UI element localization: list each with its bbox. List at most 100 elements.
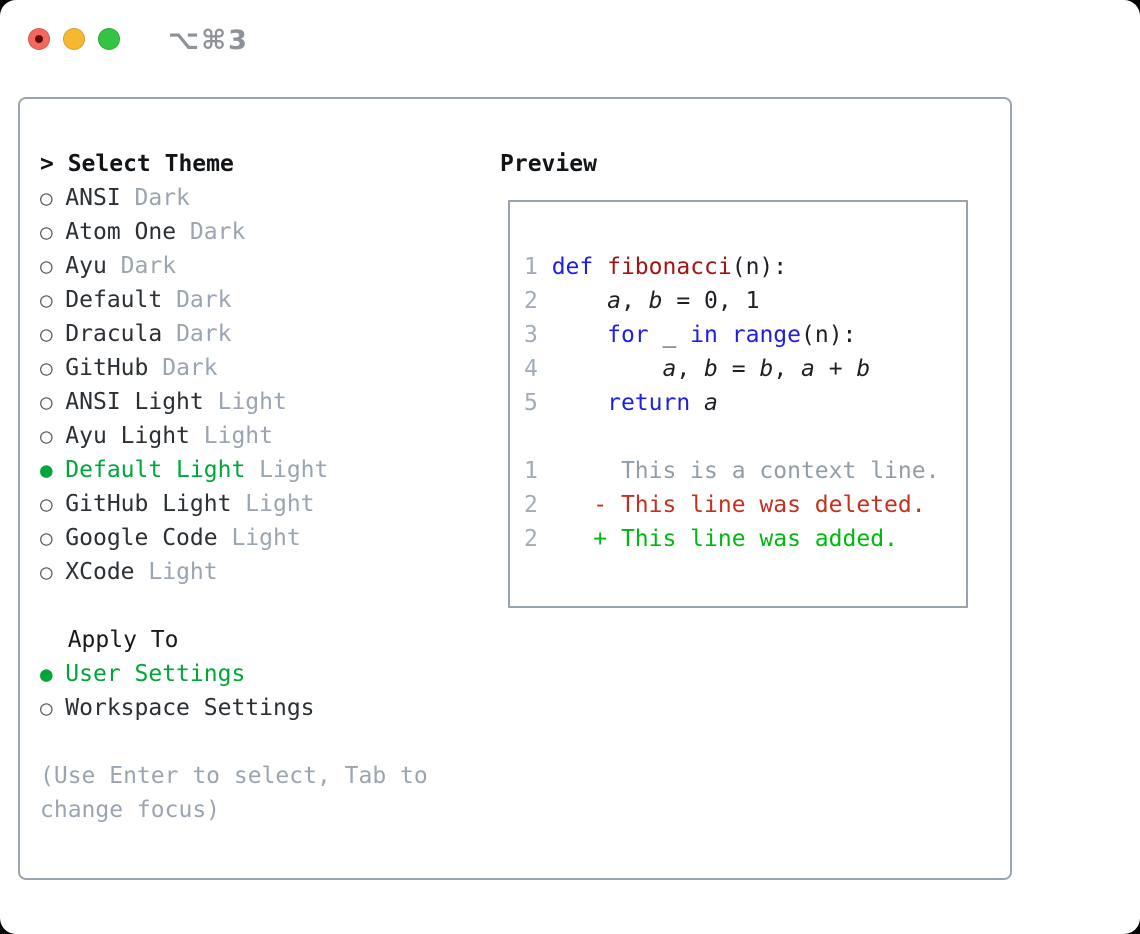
- minimize-button[interactable]: [63, 28, 85, 50]
- theme-option-label: Ayu: [65, 253, 107, 279]
- spacer: [40, 589, 492, 623]
- theme-variant-label: Light: [231, 525, 301, 551]
- radio-icon: ○: [40, 288, 53, 312]
- code-segment-var: b: [759, 356, 774, 382]
- code-line: 1 This is a context line.: [524, 454, 952, 488]
- code-segment-fn: fibonacci: [607, 254, 732, 280]
- apply-to-option-workspace-settings[interactable]: ○Workspace Settings: [40, 691, 492, 725]
- theme-option-label: XCode: [65, 559, 135, 585]
- code-segment-ln: 4: [524, 356, 552, 382]
- code-line: 5 return a: [524, 386, 952, 420]
- titlebar: ⌥⌘3: [0, 0, 1140, 97]
- radio-icon: ○: [40, 560, 53, 584]
- preview-column: Preview 1 def fibonacci(n):2 a, b = 0, 1…: [492, 147, 1010, 878]
- theme-variant-label: Dark: [176, 321, 232, 347]
- theme-option-ansi[interactable]: ○ ANSI Dark: [40, 181, 492, 215]
- theme-variant-label: Dark: [134, 185, 190, 211]
- close-focus-dot-icon: [35, 35, 43, 43]
- theme-option-label: Default Light: [65, 457, 246, 483]
- code-segment-plain: +: [814, 356, 857, 382]
- code-segment-plain: (n):: [801, 322, 857, 348]
- code-line: 2 a, b = 0, 1: [524, 284, 952, 318]
- preview-title: Preview: [500, 151, 597, 177]
- theme-option-label: ANSI: [65, 185, 121, 211]
- theme-option-github-light[interactable]: ○ GitHub Light Light: [40, 487, 492, 521]
- code-segment-var: a: [662, 356, 677, 382]
- radio-icon: ○: [40, 424, 53, 448]
- radio-icon: ○: [40, 254, 53, 278]
- code-line: 3 for _ in range(n):: [524, 318, 952, 352]
- theme-variant-label: Dark: [120, 253, 177, 279]
- theme-variant-label: Light: [245, 491, 315, 517]
- theme-variant-label: Dark: [189, 219, 246, 245]
- theme-option-dracula[interactable]: ○ Dracula Dark: [40, 317, 492, 351]
- code-segment-ln: 2: [524, 526, 552, 552]
- code-segment-plain: ,: [773, 356, 802, 382]
- theme-option-ayu[interactable]: ○ Ayu Dark: [40, 249, 492, 283]
- radio-icon: ○: [40, 492, 53, 516]
- theme-option-label: GitHub Light: [65, 491, 232, 517]
- theme-variant-label: Dark: [162, 355, 218, 381]
- select-theme-title: Select Theme: [67, 151, 234, 177]
- code-segment-plain: [552, 492, 594, 518]
- code-segment-var: b: [704, 356, 718, 382]
- code-segment-plain: [552, 322, 607, 348]
- code-segment-plain: [552, 288, 607, 314]
- radio-selected-icon: ●: [40, 458, 53, 482]
- radio-selected-icon: ●: [40, 662, 53, 686]
- code-segment-plain: [552, 526, 594, 552]
- code-segment-var: a: [607, 288, 621, 314]
- code-segment-var: a: [704, 390, 718, 416]
- code-segment-var: b: [648, 288, 663, 314]
- theme-variant-label: Dark: [176, 287, 232, 313]
- code-segment-kw: def: [551, 254, 594, 280]
- radio-icon: ○: [40, 322, 53, 346]
- zoom-button[interactable]: [98, 28, 120, 50]
- code-segment-del: - This line was deleted.: [593, 492, 926, 518]
- code-segment-kw: return: [607, 390, 691, 416]
- traffic-lights: [28, 28, 120, 50]
- code-segment-ln: 2: [524, 288, 552, 314]
- theme-variant-label: Light: [217, 389, 287, 415]
- code-segment-kw: for: [607, 322, 649, 348]
- code-segment-plain: [718, 322, 732, 348]
- radio-icon: ○: [40, 220, 53, 244]
- code-segment-ln: 2: [524, 492, 552, 518]
- code-segment-plain: [552, 390, 607, 416]
- code-segment-plain: = 0, 1: [662, 288, 760, 314]
- code-segment-ln: 1: [524, 458, 552, 484]
- code-blank-line: [524, 420, 952, 454]
- theme-option-label: Dracula: [65, 321, 163, 347]
- radio-icon: ○: [40, 356, 53, 380]
- prompt-icon: >: [40, 151, 54, 177]
- code-segment-plain: _: [648, 322, 691, 348]
- code-line: 1 def fibonacci(n):: [524, 250, 952, 284]
- help-text: (Use Enter to select, Tab to change focu…: [40, 763, 428, 823]
- theme-option-label: Google Code: [65, 525, 218, 551]
- apply-to-option-user-settings[interactable]: ●User Settings: [40, 657, 492, 691]
- code-segment-plain: [552, 356, 663, 382]
- code-segment-ctx: This is a context line.: [551, 458, 940, 484]
- keyboard-shortcut-label: ⌥⌘3: [168, 25, 249, 56]
- radio-icon: ○: [40, 390, 53, 414]
- select-theme-header: > Select Theme: [40, 147, 492, 181]
- theme-variant-label: Light: [203, 423, 273, 449]
- apply-to-option-label: Workspace Settings: [65, 695, 315, 721]
- code-segment-plain: [690, 390, 704, 416]
- radio-icon: ○: [40, 186, 53, 210]
- code-segment-var: a: [801, 356, 815, 382]
- close-button[interactable]: [28, 28, 50, 50]
- code-line: 2 + This line was added.: [524, 522, 952, 556]
